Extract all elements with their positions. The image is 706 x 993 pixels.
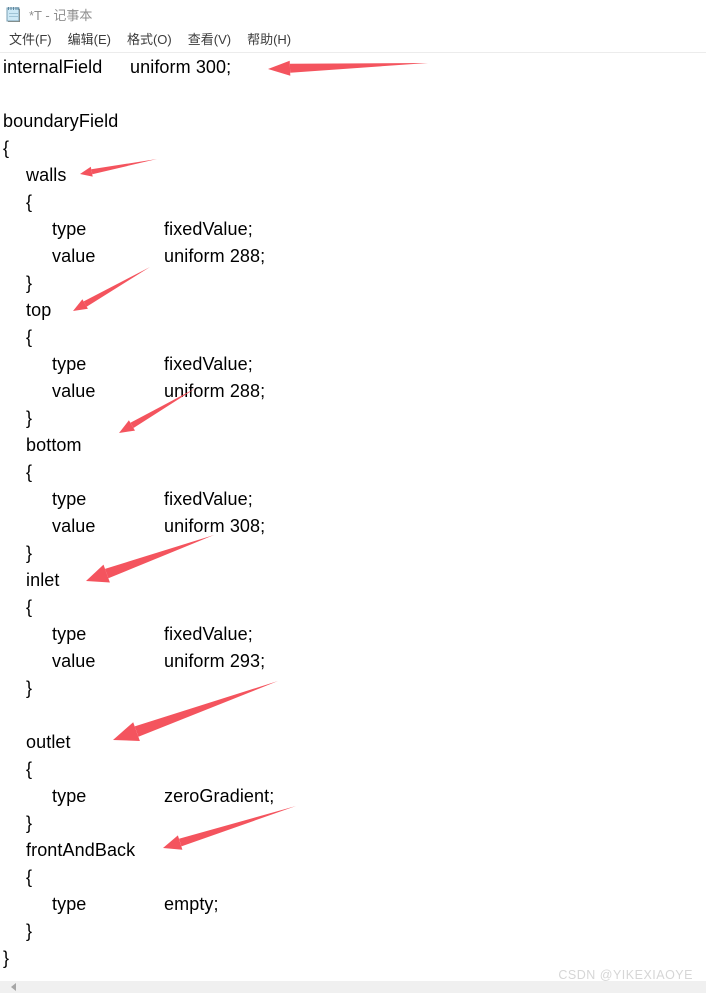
code-line: type fixedValue;: [0, 351, 706, 378]
code-key: internalField: [3, 57, 103, 77]
code-line: value uniform 288;: [0, 243, 706, 270]
scroll-left-icon: [10, 983, 16, 991]
code-line: {: [3, 138, 10, 158]
notepad-icon: [6, 6, 23, 23]
watermark: CSDN @YIKEXIAOYE: [558, 968, 693, 982]
menu-item[interactable]: 编辑(E): [67, 32, 111, 47]
code-line: type fixedValue;: [0, 621, 706, 648]
horizontal-scrollbar[interactable]: [0, 981, 706, 993]
code-line: }: [26, 813, 33, 833]
scrollbar-left-button[interactable]: [6, 981, 20, 993]
code-line: [0, 81, 706, 108]
code-line: inlet: [26, 570, 60, 590]
code-key: type: [52, 219, 87, 239]
code-value: fixedValue;: [164, 354, 253, 374]
code-line: bottom: [26, 435, 82, 455]
code-key: type: [52, 624, 87, 644]
code-key: value: [52, 516, 96, 536]
code-line: {: [26, 462, 33, 482]
code-line: type zeroGradient;: [0, 783, 706, 810]
code-value: uniform 308;: [164, 516, 266, 536]
code-line: type empty;: [0, 891, 706, 918]
menu-item[interactable]: 文件(F): [9, 32, 52, 47]
code-value: fixedValue;: [164, 489, 253, 509]
text-editor[interactable]: internalField uniform 300; boundaryField {…: [0, 53, 706, 981]
code-value: empty;: [164, 894, 219, 914]
code-line: {: [26, 327, 33, 347]
code-value: uniform 288;: [164, 381, 266, 401]
code-line: boundaryField: [3, 111, 119, 131]
code-line: top: [26, 300, 52, 320]
menu-item[interactable]: 帮助(H): [247, 32, 292, 47]
code-line: }: [26, 273, 33, 293]
code-line: type fixedValue;: [0, 486, 706, 513]
code-value: uniform 288;: [164, 246, 266, 266]
code-key: value: [52, 651, 96, 671]
code-line: walls: [26, 165, 67, 185]
code-value: fixedValue;: [164, 624, 253, 644]
code-line: value uniform 293;: [0, 648, 706, 675]
window-title: *T - 记事本: [29, 7, 93, 23]
code-value: uniform 300;: [130, 57, 232, 77]
code-value: uniform 293;: [164, 651, 266, 671]
title-bar[interactable]: *T - 记事本: [0, 0, 706, 28]
code-key: type: [52, 489, 87, 509]
code-line: internalField uniform 300;: [0, 54, 706, 81]
menu-item[interactable]: 格式(O): [126, 32, 172, 47]
code-line: {: [26, 597, 33, 617]
code-line: value uniform 288;: [0, 378, 706, 405]
code-value: zeroGradient;: [164, 786, 275, 806]
code-key: type: [52, 786, 87, 806]
code-line: frontAndBack: [26, 840, 136, 860]
code-line: }: [26, 408, 33, 428]
code-line: {: [26, 192, 33, 212]
code-key: type: [52, 354, 87, 374]
menu-bar: 文件(F) 编辑(E) 格式(O) 查看(V) 帮助(H): [0, 28, 706, 53]
code-value: fixedValue;: [164, 219, 253, 239]
code-line: [0, 702, 706, 729]
code-line: }: [3, 948, 10, 968]
code-key: value: [52, 246, 96, 266]
menu-item[interactable]: 查看(V): [187, 32, 232, 47]
code-line: }: [26, 921, 33, 941]
code-line: {: [26, 759, 33, 779]
code-line: value uniform 308;: [0, 513, 706, 540]
code-line: {: [26, 867, 33, 887]
code-line: }: [26, 678, 33, 698]
code-key: value: [52, 381, 96, 401]
code-line: type fixedValue;: [0, 216, 706, 243]
code-line: outlet: [26, 732, 71, 752]
code-key: type: [52, 894, 87, 914]
code-line: }: [26, 543, 33, 563]
